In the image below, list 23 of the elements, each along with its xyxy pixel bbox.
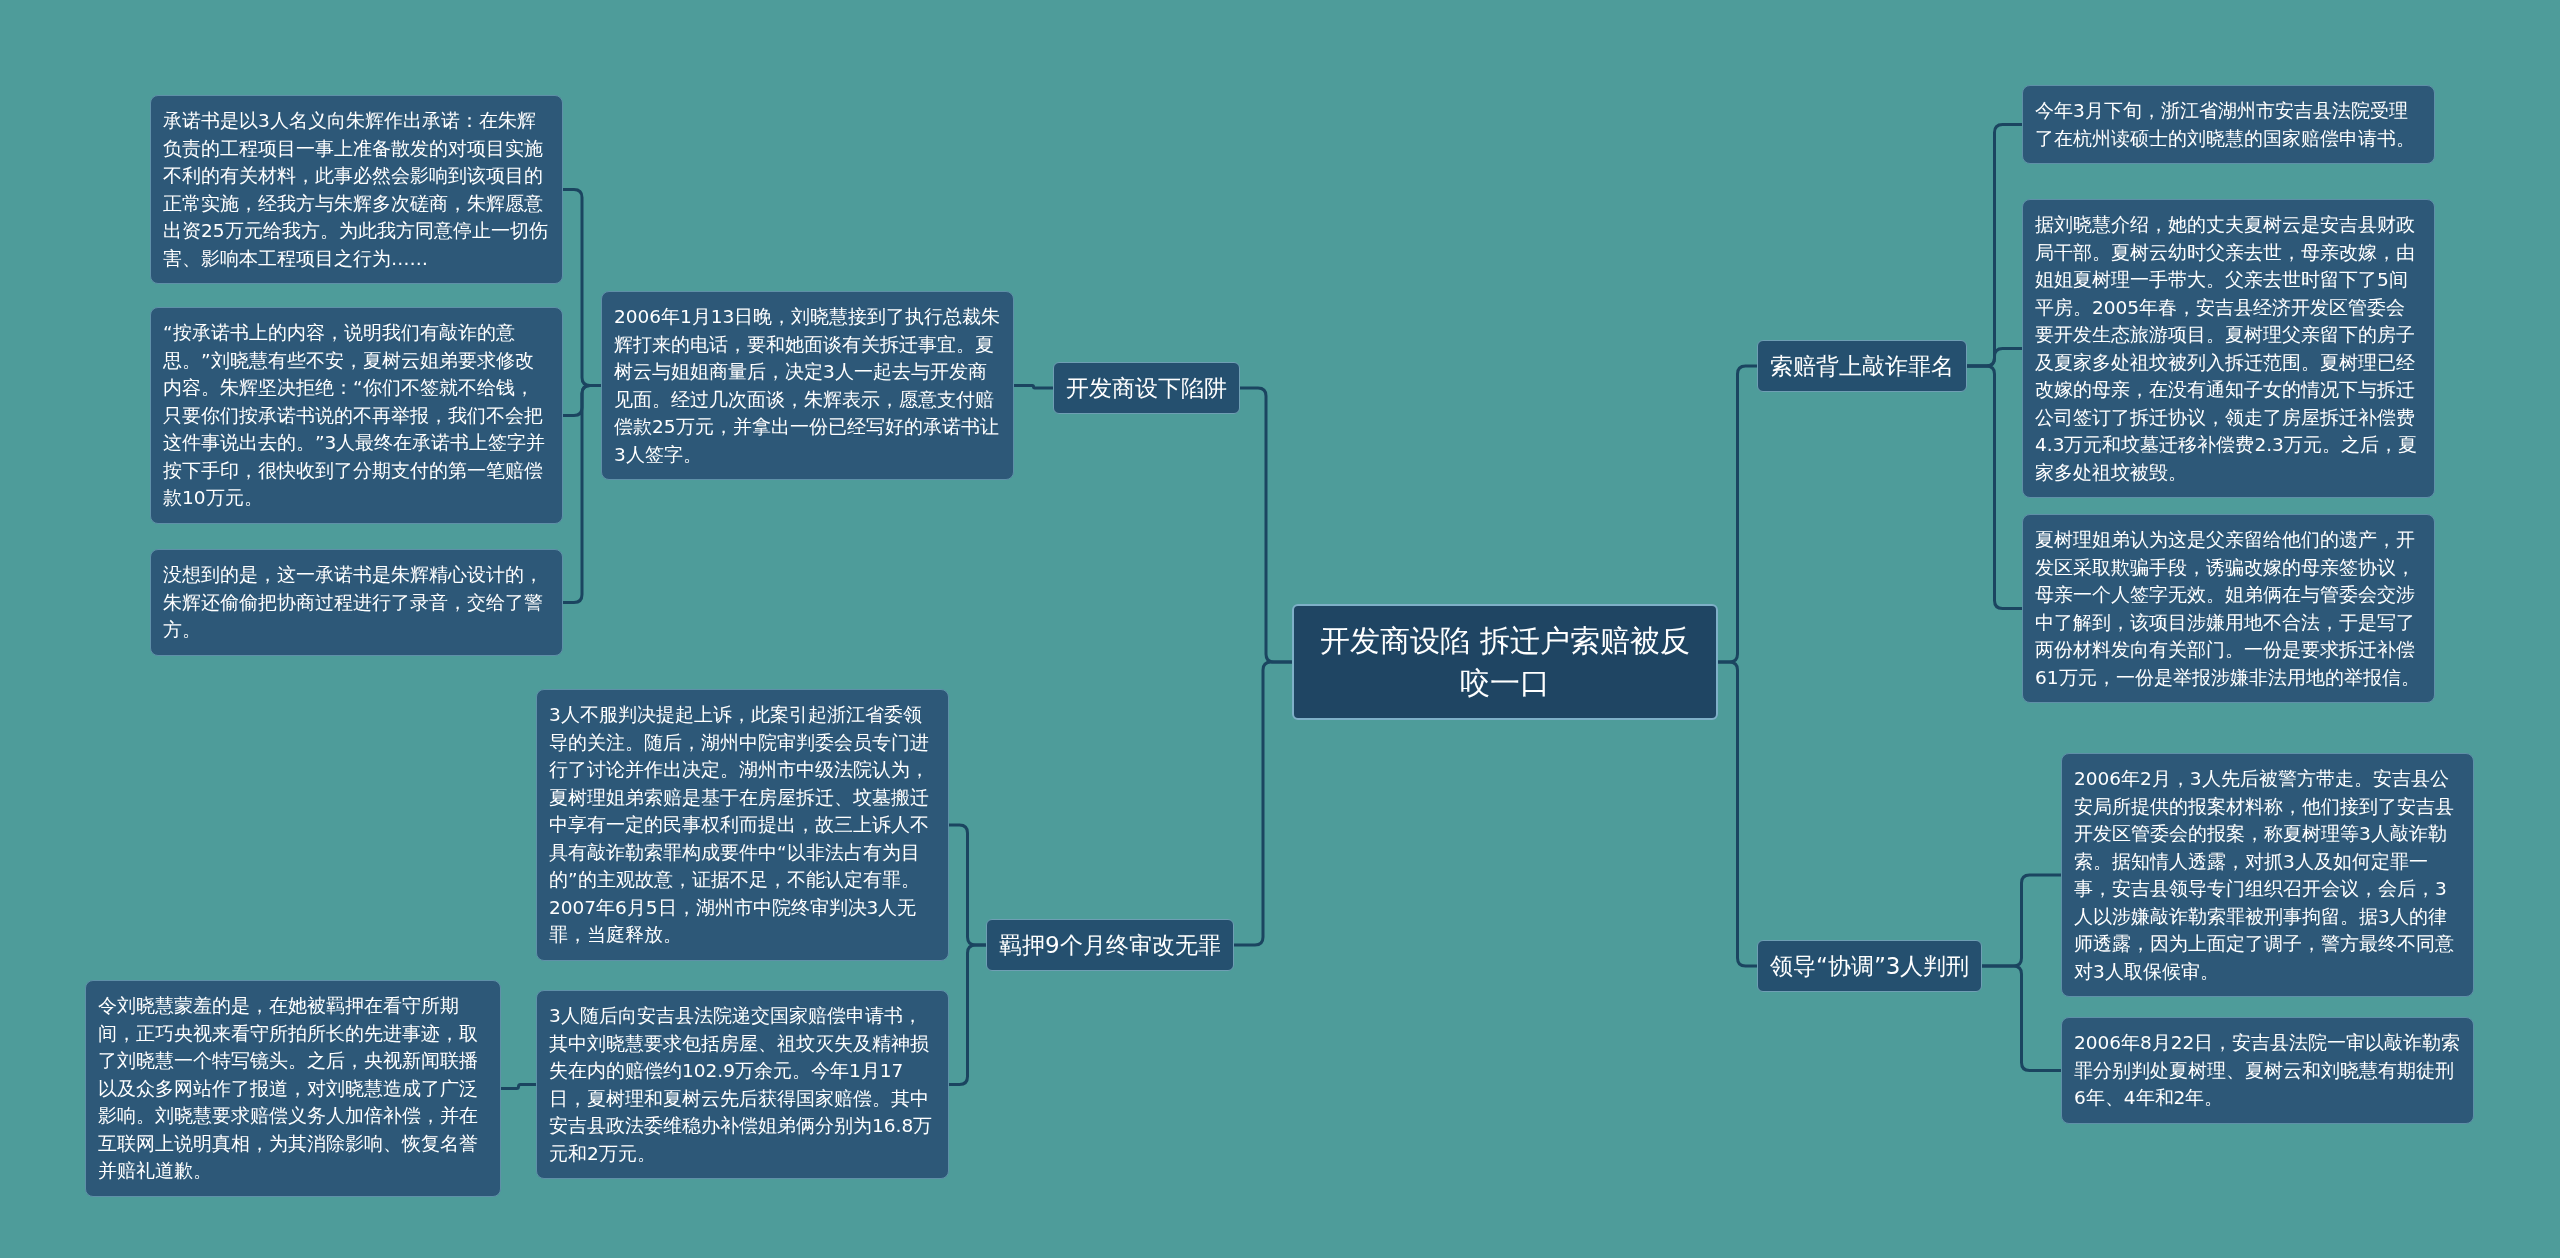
branch-box: 索赔背上敲诈罪名 [1757, 340, 1967, 392]
connector-line [1982, 964, 2061, 1072]
note-box: 2006年1月13日晚，刘晓慧接到了执行总裁朱辉打来的电话，要和她面谈有关拆迁事宜。夏树云与姐姐商量后，决定3人一起去与开发商见面。经过几次面谈，朱辉表示，愿意支付赔偿款25万元，并拿出一份已经写好的承诺书让3人签字。 [601, 291, 1014, 480]
note-box: 2006年2月，3人先后被警方带走。安吉县公安局所提供的报案材料称，他们接到了安吉县开发区管委会的报案，称夏树理等3人敲诈勒索。据知情人透露，对抓3人及如何定罪一事，安吉县领导专门组织召开会议，会后，3人以涉嫌敲诈勒索罪被刑事拘留。据3人的律师透露，因为上面定了调子，警方最终不同意对3人取保候审。 [2061, 753, 2474, 997]
connector-line [563, 384, 601, 604]
note-box: 2006年8月22日，安吉县法院一审以敲诈勒索罪分别判处夏树理、夏树云和刘晓慧有期徒刑6年、4年和2年。 [2061, 1017, 2474, 1124]
note-box: 没想到的是，这一承诺书是朱辉精心设计的，朱辉还偷偷把协商过程进行了录音，交给了警方。 [150, 549, 563, 656]
branch-box: 领导“协调”3人判刑 [1757, 940, 1983, 992]
note-box: 今年3月下旬，浙江省湖州市安吉县法院受理了在杭州读硕士的刘晓慧的国家赔偿申请书。 [2022, 85, 2435, 164]
connector-line [1014, 384, 1053, 390]
note-box: “按承诺书上的内容，说明我们有敲诈的意思。”刘晓慧有些不安，夏树云姐弟要求修改内容。朱辉坚决拒绝：“你们不签就不给钱，只要你们按承诺书说的不再举报，我们不会把这件事说出去的。”3人最终在承诺书上签字并按下手印，很快收到了分期支付的第一笔赔偿款10万元。 [150, 307, 563, 524]
note-box: 3人随后向安吉县法院递交国家赔偿申请书，其中刘晓慧要求包括房屋、祖坟灭失及精神损失在内的赔偿约102.9万余元。今年1月17日，夏树理和夏树云先后获得国家赔偿。其中安吉县政法委维稳办补偿姐弟俩分别为16.8万元和2万元。 [536, 990, 949, 1179]
branch-box: 羁押9个月终审改无罪 [986, 919, 1234, 971]
note-box: 3人不服判决提起上诉，此案引起浙江省委领导的关注。随后，湖州中院审判委会员专门进行了讨论并作出决定。湖州市中级法院认为，夏树理姐弟索赔是基于在房屋拆迁、坟墓搬迁中享有一定的民事权利而提出，故三上诉人不具有敲诈勒索罪构成要件中“以非法占有为目的”的主观故意，证据不足，不能认定有罪。2007年6月5日，湖州市中院终审判决3人无罪，当庭释放。 [536, 689, 949, 961]
note-box: 据刘晓慧介绍，她的丈夫夏树云是安吉县财政局干部。夏树云幼时父亲去世，母亲改嫁，由姐姐夏树理一手带大。父亲去世时留下了5间平房。2005年春，安吉县经济开发区管委会要开发生态旅游项目。夏树理父亲留下的房子及夏家多处祖坟被列入拆迁范围。夏树理已经改嫁的母亲，在没有通知子女的情况下与拆迁公司签订了拆迁协议，领走了房屋拆迁补偿费4.3万元和坟墓迁移补偿费2.3万元。之后，夏家多处祖坟被毁。 [2022, 199, 2435, 498]
note-box: 承诺书是以3人名义向朱辉作出承诺：在朱辉负责的工程项目一事上准备散发的对项目实施不利的有关材料，此事必然会影响到该项目的正常实施，经我方与朱辉多次磋商，朱辉愿意出资25万元给我方。为此我方同意停止一切伤害、影响本工程项目之行为…… [150, 95, 563, 284]
branch-box: 开发商设下陷阱 [1053, 362, 1240, 414]
connector-line [949, 943, 986, 1086]
note-box: 夏树理姐弟认为这是父亲留给他们的遗产，开发区采取欺骗手段，诱骗改嫁的母亲签协议，母亲一个人签字无效。姐弟俩在与管委会交涉中了解到，该项目涉嫌用地不合法，于是写了两份材料发向有关部门。一份是要求拆迁补偿61万元，一份是举报涉嫌非法用地的举报信。 [2022, 514, 2435, 703]
connector-line [501, 1083, 536, 1090]
connector-line [1718, 660, 1757, 968]
note-box: 令刘晓慧蒙羞的是，在她被羁押在看守所期间，正巧央视来看守所拍所长的先进事迹，取了刘晓慧一个特写镜头。之后，央视新闻联播以及众多网站作了报道，对刘晓慧造成了广泛影响。刘晓慧要求赔偿义务人加倍补偿，并在互联网上说明真相，为其消除影响、恢复名誉并赔礼道歉。 [85, 980, 501, 1197]
topic-box: 开发商设陷 拆迁户索赔被反咬一口 [1292, 604, 1718, 720]
